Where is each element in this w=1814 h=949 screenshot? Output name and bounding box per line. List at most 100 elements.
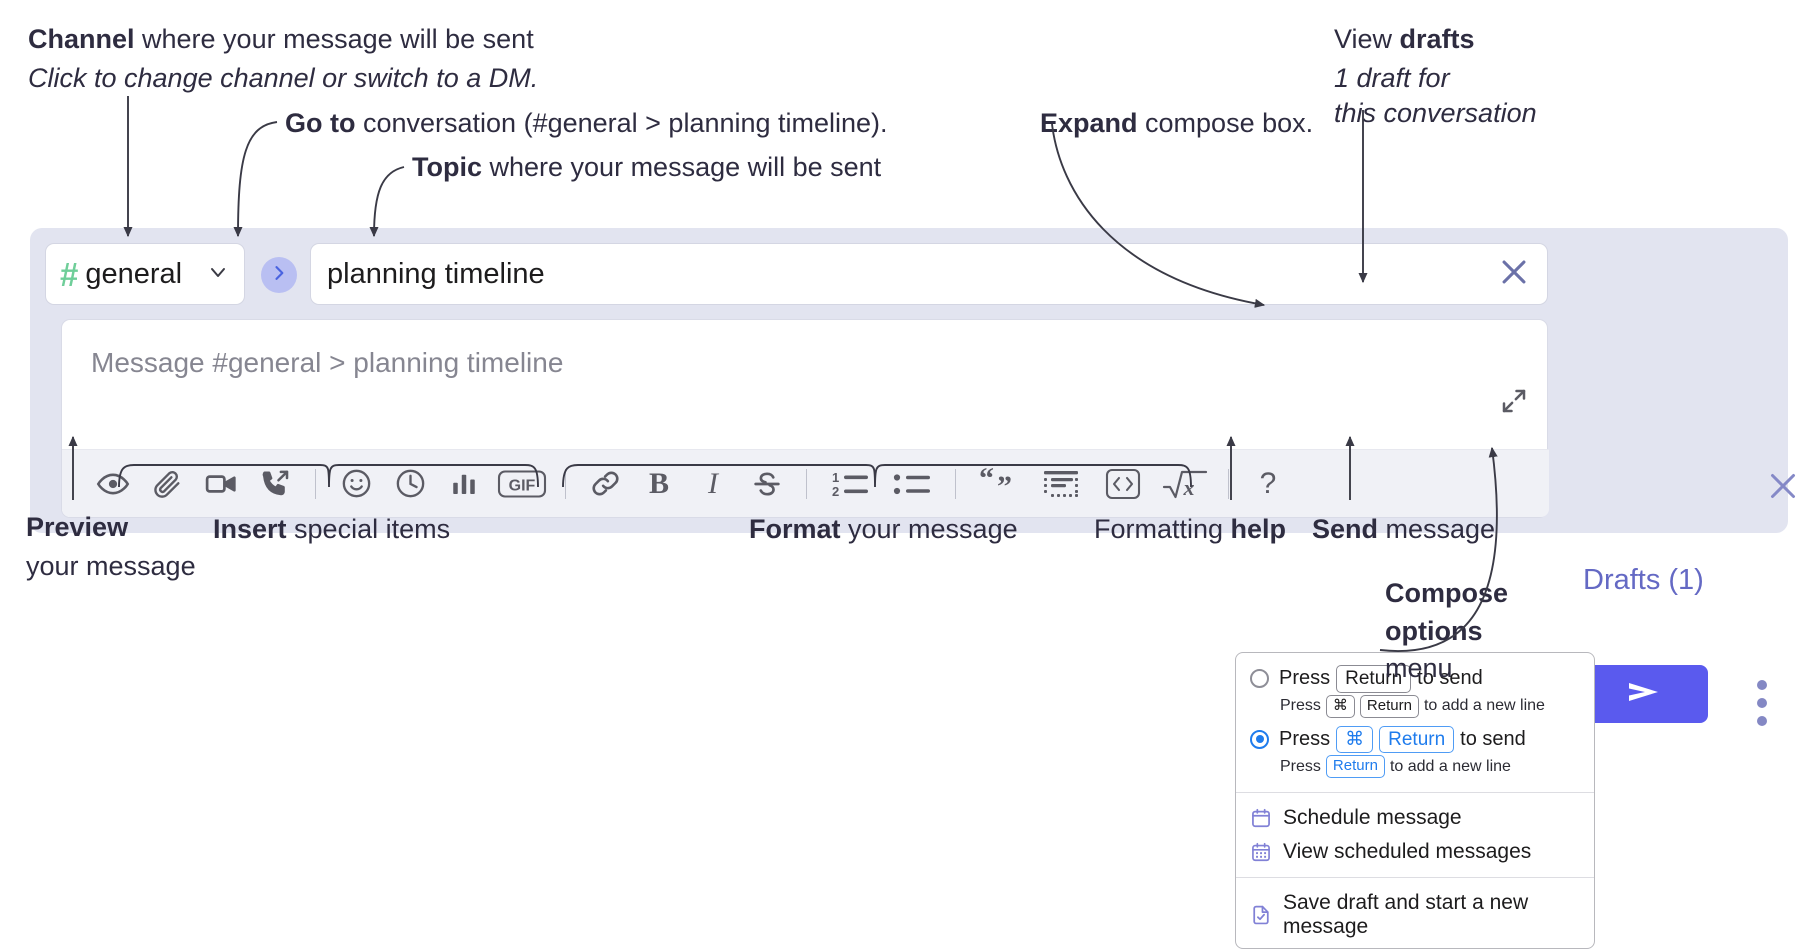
calendar-grid-icon — [1250, 841, 1272, 863]
svg-text:x: x — [1183, 475, 1195, 500]
save-draft-file-icon — [1250, 904, 1272, 926]
audio-call-icon[interactable] — [248, 461, 302, 507]
menu-option-subtext: Press Return to add a new line — [1236, 753, 1594, 784]
compose-options-button[interactable] — [1757, 680, 1767, 726]
annotation-format-bold: Format — [749, 514, 841, 544]
annotation-expand: Expand compose box. — [1040, 106, 1313, 141]
option-pre: Press — [1279, 667, 1331, 690]
annotation-channel-italic: Click to change channel or switch to a D… — [28, 62, 539, 93]
video-camera-icon[interactable] — [194, 461, 248, 507]
sub-post: to add a new line — [1389, 757, 1511, 775]
channel-name-label: general — [85, 257, 183, 290]
annotation-insert: Insert special items — [213, 512, 450, 547]
menu-option-return-to-send[interactable]: Press Return to send — [1236, 663, 1594, 693]
math-icon[interactable]: x — [1154, 461, 1216, 507]
go-to-conversation-button[interactable] — [261, 257, 297, 293]
annotation-compose-bold2: options — [1385, 615, 1483, 646]
annotation-send: Send message — [1312, 512, 1495, 547]
annotation-topic-bold: Topic — [412, 152, 482, 182]
svg-text:”: ” — [997, 470, 1012, 502]
topic-input[interactable]: planning timeline — [310, 243, 1548, 305]
svg-text:“: “ — [979, 466, 994, 495]
drafts-link[interactable]: Drafts (1) — [1583, 564, 1704, 596]
key-command: ⌘ — [1325, 694, 1355, 718]
svg-text:1: 1 — [832, 470, 839, 485]
annotation-preview-rest: your message — [26, 550, 196, 581]
compose-options-menu: Press Return to send Press ⌘ Return to a… — [1235, 652, 1595, 949]
emoji-smiley-icon[interactable] — [329, 461, 383, 507]
annotation-expand-rest: compose box. — [1137, 108, 1314, 138]
blockquote-icon[interactable]: “” — [968, 461, 1030, 507]
sub-pre: Press — [1280, 757, 1321, 775]
compose-inner: # general planning timeline — [45, 243, 1549, 518]
expand-diagonal-icon[interactable] — [1499, 386, 1529, 421]
channel-selector[interactable]: # general — [45, 243, 245, 305]
option-label: Press Return to send — [1279, 665, 1483, 693]
link-icon[interactable] — [578, 461, 632, 507]
svg-text:I: I — [707, 468, 720, 500]
italic-icon[interactable]: I — [686, 461, 740, 507]
clock-icon[interactable] — [383, 461, 437, 507]
bold-icon[interactable]: B — [632, 461, 686, 507]
annotation-preview: Preview your message — [26, 510, 196, 583]
svg-text:2: 2 — [832, 484, 839, 499]
code-block-icon[interactable] — [1030, 461, 1092, 507]
message-input-box[interactable]: Message #general > planning timeline — [61, 319, 1549, 518]
menu-item-save-draft[interactable]: Save draft and start a new message — [1236, 886, 1594, 944]
chevron-down-icon — [206, 260, 230, 289]
option-label: Press ⌘ Return to send — [1279, 725, 1526, 754]
toolbar-separator — [565, 468, 566, 499]
annotation-send-rest: message — [1378, 514, 1496, 544]
preview-icon[interactable] — [86, 461, 140, 507]
key-command: ⌘ — [1336, 725, 1374, 754]
menu-item-label: Save draft and start a new message — [1283, 891, 1529, 938]
close-icon[interactable] — [1765, 468, 1801, 509]
poll-bar-chart-icon[interactable] — [437, 461, 491, 507]
annotation-drafts-pre: View — [1334, 24, 1400, 54]
annotation-drafts-bold: drafts — [1399, 24, 1475, 54]
toolbar-separator — [955, 468, 956, 499]
menu-option-cmd-return-to-send[interactable]: Press ⌘ Return to send — [1236, 724, 1594, 754]
bulleted-list-icon[interactable] — [881, 461, 943, 507]
annotation-topic-rest: where your message will be sent — [482, 152, 882, 182]
annotation-compose-bold1: Compose — [1385, 578, 1509, 608]
close-icon[interactable] — [1497, 255, 1531, 294]
annotation-topic: Topic where your message will be sent — [412, 150, 881, 185]
message-placeholder: Message #general > planning timeline — [91, 347, 564, 378]
sub-post: to add a new line — [1423, 697, 1545, 715]
strikethrough-icon[interactable] — [740, 461, 794, 507]
toolbar-separator — [315, 468, 316, 499]
annotation-compose-options: Compose options menu — [1385, 576, 1508, 686]
menu-item-view-scheduled-messages[interactable]: View scheduled messages — [1236, 835, 1594, 869]
radio-selected-icon[interactable] — [1250, 729, 1269, 749]
annotation-help-bold: help — [1230, 514, 1287, 544]
attachment-paperclip-icon[interactable] — [140, 461, 194, 507]
menu-option-subtext: Press ⌘ Return to add a new line — [1236, 693, 1594, 724]
annotation-help: Formatting help — [1094, 512, 1286, 547]
topic-value: planning timeline — [327, 257, 545, 290]
menu-item-schedule-message[interactable]: Schedule message — [1236, 801, 1594, 835]
annotation-send-bold: Send — [1312, 514, 1379, 544]
radio-unselected-icon[interactable] — [1250, 669, 1269, 689]
svg-text:GIF: GIF — [509, 477, 536, 494]
toolbar-separator — [806, 468, 807, 499]
calendar-schedule-icon — [1250, 807, 1272, 829]
inline-code-icon[interactable] — [1092, 461, 1154, 507]
kebab-dot — [1757, 698, 1767, 708]
compose-panel: # general planning timeline — [30, 228, 1795, 726]
kebab-dot — [1757, 680, 1767, 690]
annotation-channel: Channel where your message will be sent … — [28, 22, 538, 95]
help-question-icon[interactable]: ? — [1241, 461, 1295, 507]
svg-text:B: B — [649, 468, 669, 500]
kebab-dot — [1757, 716, 1767, 726]
annotation-insert-bold: Insert — [213, 514, 287, 544]
menu-divider — [1236, 877, 1594, 878]
option-pre: Press — [1279, 727, 1331, 750]
send-button[interactable] — [1580, 665, 1708, 723]
annotation-channel-rest: where your message will be sent — [134, 24, 534, 54]
annotation-goto-bold: Go to — [285, 108, 356, 138]
key-return: Return — [1359, 694, 1419, 718]
annotation-drafts: View drafts 1 draft for this conversatio… — [1334, 22, 1537, 131]
gif-icon[interactable]: GIF — [491, 461, 553, 507]
